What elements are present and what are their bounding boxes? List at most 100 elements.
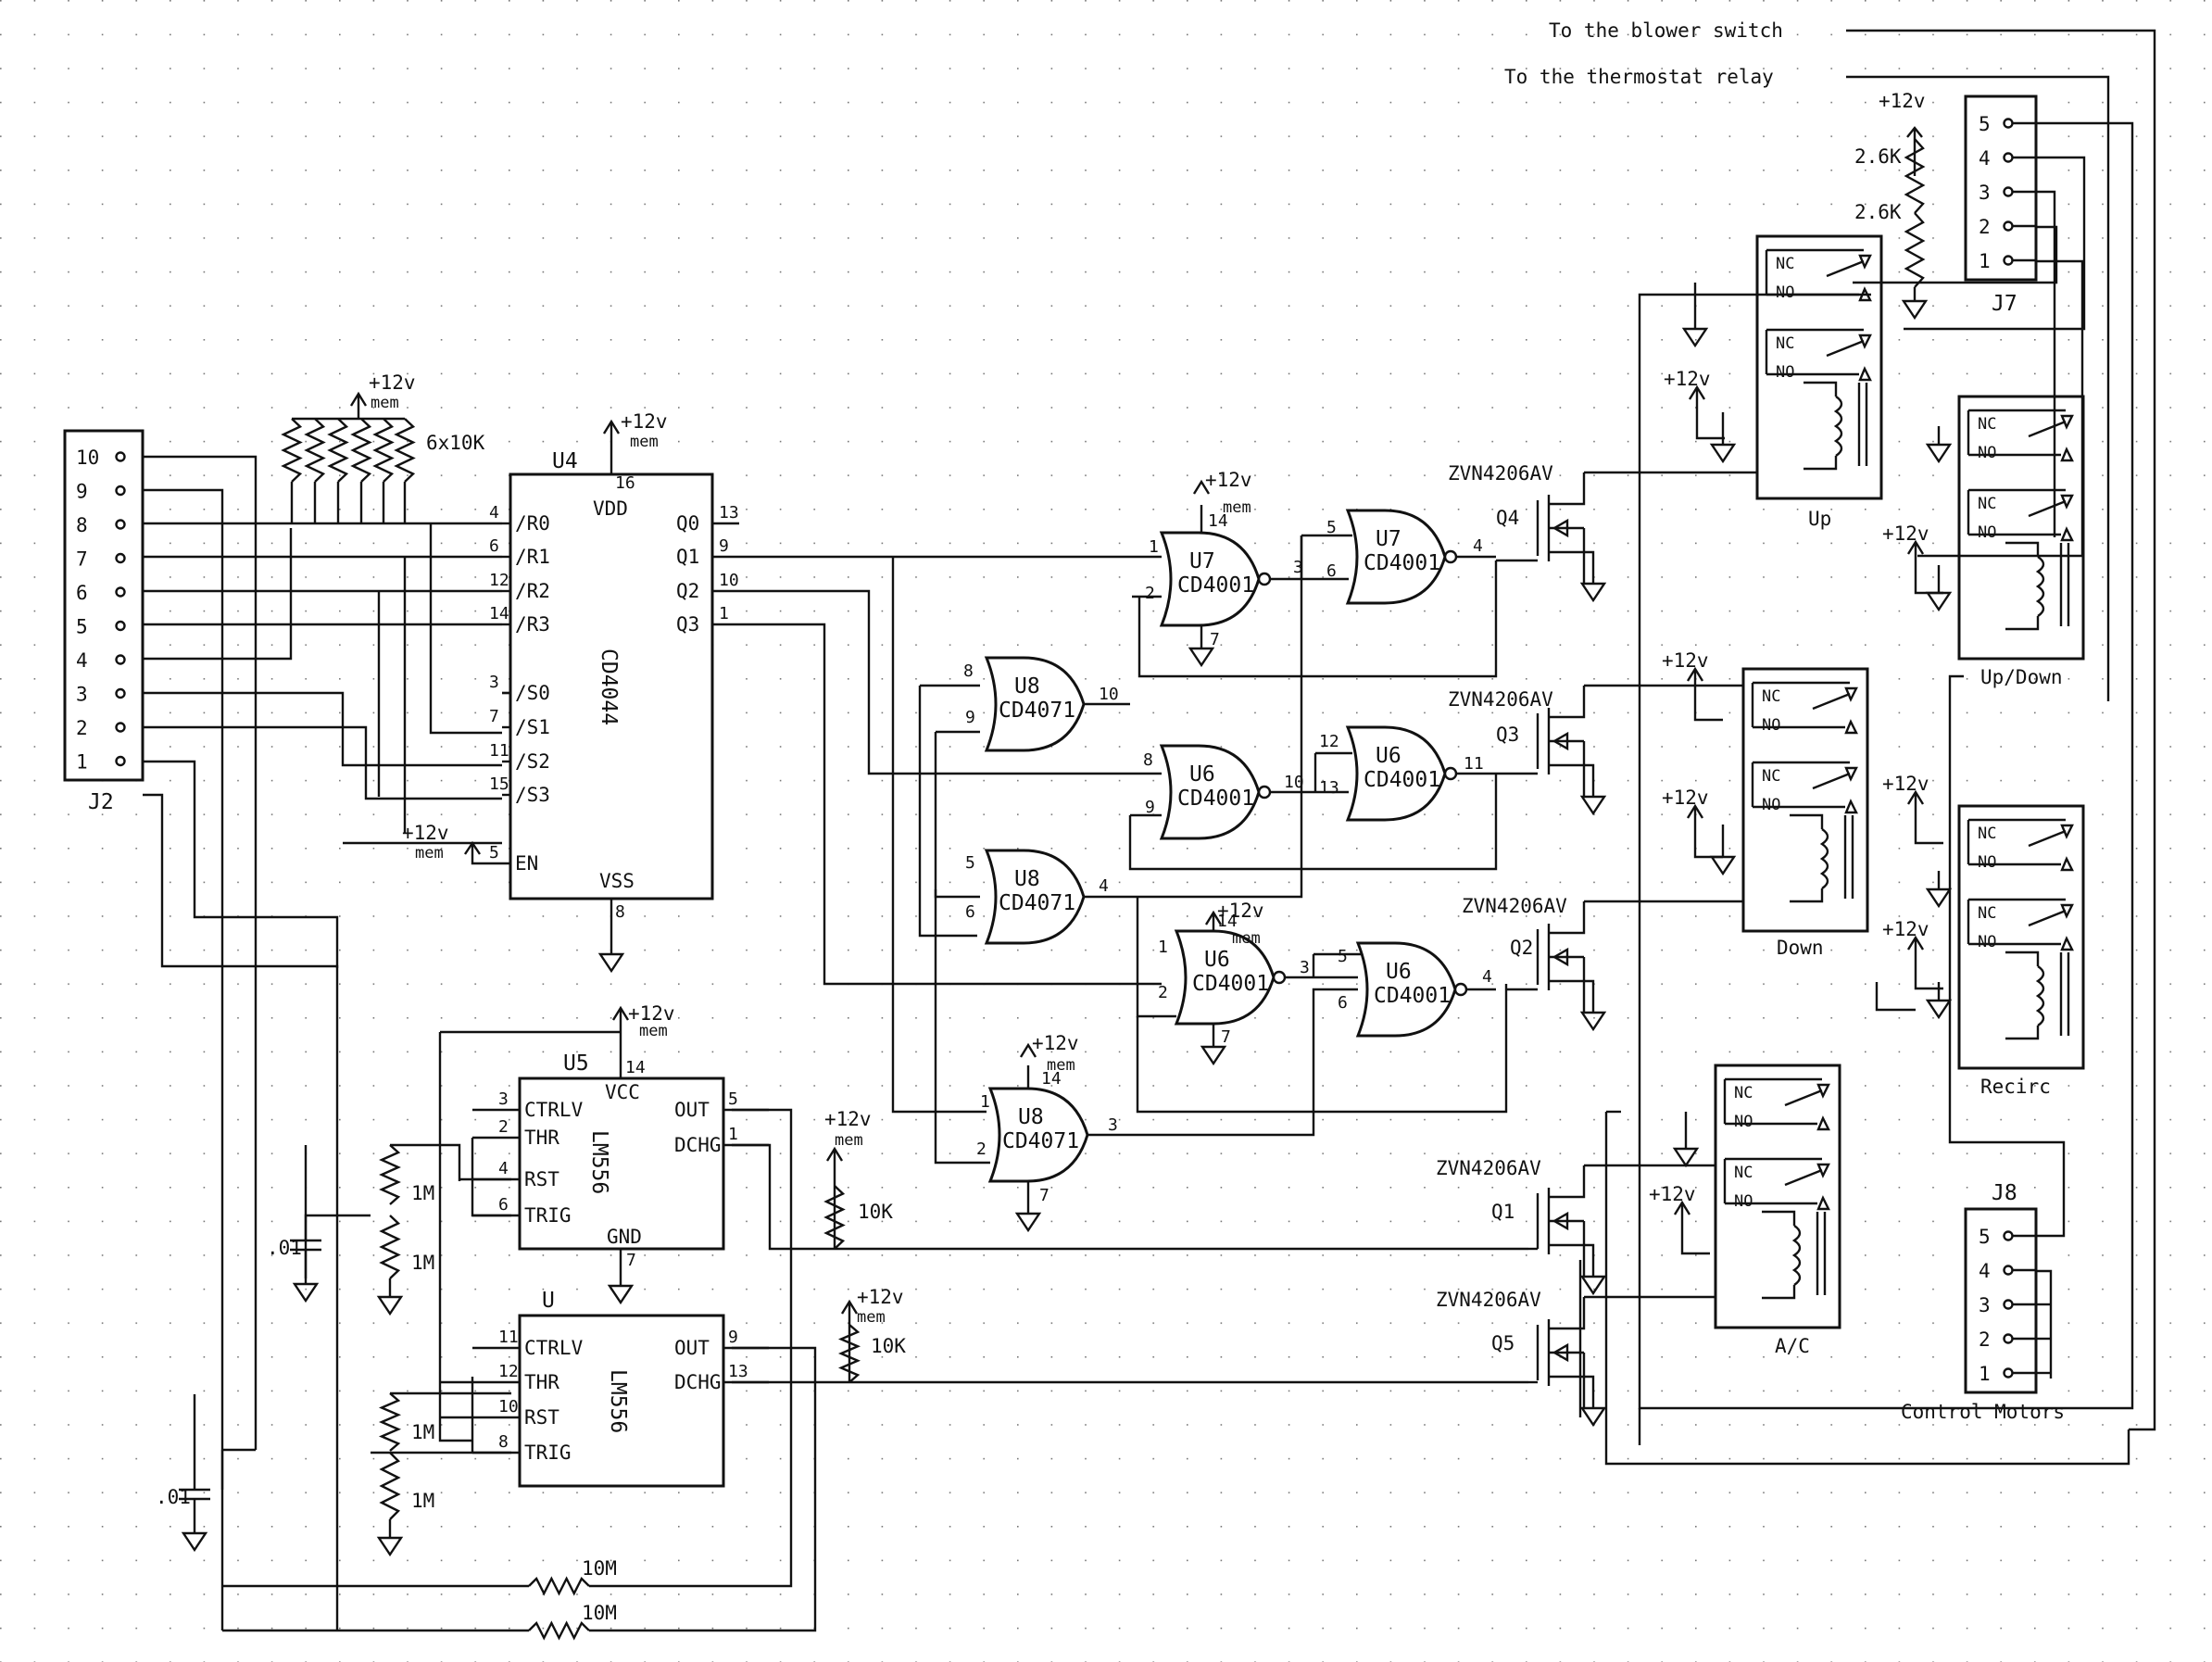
u4-pin-label: /R1 xyxy=(515,546,550,568)
pin-number: 7 xyxy=(1221,1027,1231,1047)
pin-number: 8 xyxy=(963,661,974,681)
gate-ref: U6 xyxy=(1204,948,1230,972)
j2-pin-number: 1 xyxy=(76,751,88,774)
gate-ref: U8 xyxy=(1018,1105,1044,1129)
j7-pin-number: 5 xyxy=(1979,113,1991,135)
svg-text:mem: mem xyxy=(371,394,399,412)
relay-no-label: NO xyxy=(1978,523,1996,542)
u4-pin-label: /R0 xyxy=(515,512,550,535)
j7-pin-number: 4 xyxy=(1979,147,1991,170)
j7-pin-number: 3 xyxy=(1979,182,1991,204)
mem-label: mem xyxy=(1232,929,1261,948)
svg-text:mem: mem xyxy=(415,844,444,862)
j2-pin-number: 4 xyxy=(76,649,88,672)
svg-text:2.6K: 2.6K xyxy=(1854,201,1902,223)
vcc-label: +12v xyxy=(1664,368,1711,390)
svg-text:14: 14 xyxy=(625,1058,646,1077)
svg-text:VSS: VSS xyxy=(599,870,635,892)
r-1m-label: 1M xyxy=(411,1252,434,1274)
relay-nc-label: NC xyxy=(1978,415,1996,434)
relay-nc-label: NC xyxy=(1734,1164,1753,1182)
gate-part: CD4071 xyxy=(999,699,1075,723)
relay-no-label: NO xyxy=(1776,363,1794,382)
gate-ref: U7 xyxy=(1189,549,1215,573)
relay-no-label: NO xyxy=(1762,716,1780,735)
mem-label: mem xyxy=(1047,1056,1075,1075)
relay-caption: Recirc xyxy=(1980,1076,2051,1098)
gate-part: CD4001 xyxy=(1374,984,1451,1008)
j2-pin xyxy=(115,519,126,530)
gate-ref: U6 xyxy=(1189,762,1215,787)
u5b-pin-number: 10 xyxy=(498,1397,519,1416)
j2-pin-number: 6 xyxy=(76,582,88,604)
j7-divider: +12v 2.6K 2.6K xyxy=(1854,90,1929,321)
feedback-resistor-10m xyxy=(528,1576,590,1596)
pin-number: 14 xyxy=(1217,912,1238,931)
pin-number: 2 xyxy=(1145,584,1155,603)
pin-number: 9 xyxy=(1145,798,1155,817)
mem-label: mem xyxy=(1223,498,1251,517)
svg-text:To the thermostat relay: To the thermostat relay xyxy=(1504,66,1774,88)
u5-pin-label: TRIG xyxy=(524,1204,572,1227)
relay-no-label: NO xyxy=(1776,283,1794,302)
u5b-pin-number: 8 xyxy=(498,1432,509,1452)
pin-number: 4 xyxy=(1482,967,1492,987)
u4-pin-label: /S2 xyxy=(515,750,550,773)
pullup-resistor xyxy=(372,418,395,483)
relay-nc-label: NC xyxy=(1978,825,1996,843)
svg-text:mem: mem xyxy=(630,433,659,451)
relay-nc-label: NC xyxy=(1776,334,1794,353)
cap-label: .01 xyxy=(267,1237,302,1259)
u4-pin-label: /R2 xyxy=(515,580,550,602)
j7-pin xyxy=(2003,152,2014,163)
j7-pin xyxy=(2003,220,2014,232)
u5b-ref: U xyxy=(542,1289,555,1313)
r-10m-label: 10M xyxy=(582,1602,617,1624)
pin-number: 1 xyxy=(1158,938,1168,957)
mosfet-part: ZVN4206AV xyxy=(1436,1289,1541,1311)
vcc-label: +12v xyxy=(1032,1032,1079,1054)
pullups-label: 6x10K xyxy=(426,432,485,454)
pin-number: 12 xyxy=(1319,732,1339,751)
u4-pin-number: 5 xyxy=(489,843,499,862)
svg-text:VCC: VCC xyxy=(605,1081,640,1103)
j8-caption: Control Motors xyxy=(1901,1401,2065,1423)
u4-pin-label: /R3 xyxy=(515,613,550,636)
svg-text:+12v: +12v xyxy=(621,410,668,433)
svg-text:mem: mem xyxy=(857,1308,886,1327)
u4-pin-label: /S3 xyxy=(515,784,550,806)
pullup-resistor xyxy=(281,418,303,483)
j7-pin xyxy=(2003,118,2014,129)
u5b-pin-label: RST xyxy=(524,1406,559,1429)
gate-part: CD4071 xyxy=(999,891,1075,915)
mosfet-part: ZVN4206AV xyxy=(1462,895,1567,917)
u5b-pin-label: DCHG xyxy=(674,1371,722,1393)
u5-pin-label: RST xyxy=(524,1168,559,1190)
pin-number: 7 xyxy=(1210,630,1220,649)
gate-ref: U6 xyxy=(1386,960,1412,984)
j2-pin xyxy=(115,586,126,598)
mosfet-part: ZVN4206AV xyxy=(1436,1157,1541,1179)
gate-ref: U8 xyxy=(1014,867,1040,891)
svg-text:+12v: +12v xyxy=(857,1286,904,1308)
u4-pin-number: 9 xyxy=(719,536,729,556)
u4-pin-number: 7 xyxy=(489,707,499,726)
pin-number: 5 xyxy=(965,853,975,873)
pullup-resistor xyxy=(350,418,372,483)
j7-pin xyxy=(2003,186,2014,197)
u5b-pin-number: 13 xyxy=(728,1362,748,1381)
divider-2k6 xyxy=(1904,212,1926,288)
j8-pin xyxy=(2003,1367,2014,1379)
u5b-pin-number: 12 xyxy=(498,1362,519,1381)
r-1m-label: 1M xyxy=(411,1421,434,1443)
u4-pin-label: Q0 xyxy=(676,512,699,535)
